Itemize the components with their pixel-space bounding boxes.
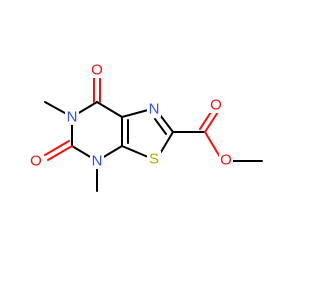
atom-n-ring: N (149, 101, 160, 118)
atom-n-bottom: N (92, 153, 103, 170)
atom-bg-o-carbonyl (209, 97, 223, 113)
bond-c2-s (160, 131, 174, 153)
atom-bg-o-left (29, 153, 43, 169)
atoms: O N N O N S O O (29, 62, 233, 170)
atom-s-ring: S (149, 151, 159, 168)
atom-bg-o-ester (219, 152, 233, 168)
atom-n-left: N (67, 109, 78, 126)
atom-bg-n-ring (147, 101, 161, 117)
bond-n-c2 (159, 114, 174, 133)
atom-o-carbonyl: O (210, 97, 222, 114)
atom-bg-o-top (90, 62, 104, 78)
bond-c7-c7a (96, 101, 123, 118)
bond-cester-oester (204, 131, 221, 158)
atom-bg-s-ring (147, 151, 161, 167)
atom-bg-n-bottom (90, 153, 104, 169)
atom-o-left: O (30, 153, 42, 170)
molecule-structure: O N N O N S O O (29, 62, 263, 192)
bond-c5-o-a (47, 145, 73, 161)
bond-c5-o-b (44, 140, 70, 156)
bonds (44, 75, 263, 192)
atom-o-top: O (91, 62, 103, 79)
bond-n-c2-double (154, 118, 167, 135)
atom-o-ester: O (220, 152, 232, 169)
bond-c7a-n (121, 109, 149, 118)
bond-s-c3a (121, 145, 149, 158)
bond-cester-o-a (204, 111, 219, 133)
atom-bg-n-left (65, 109, 79, 125)
